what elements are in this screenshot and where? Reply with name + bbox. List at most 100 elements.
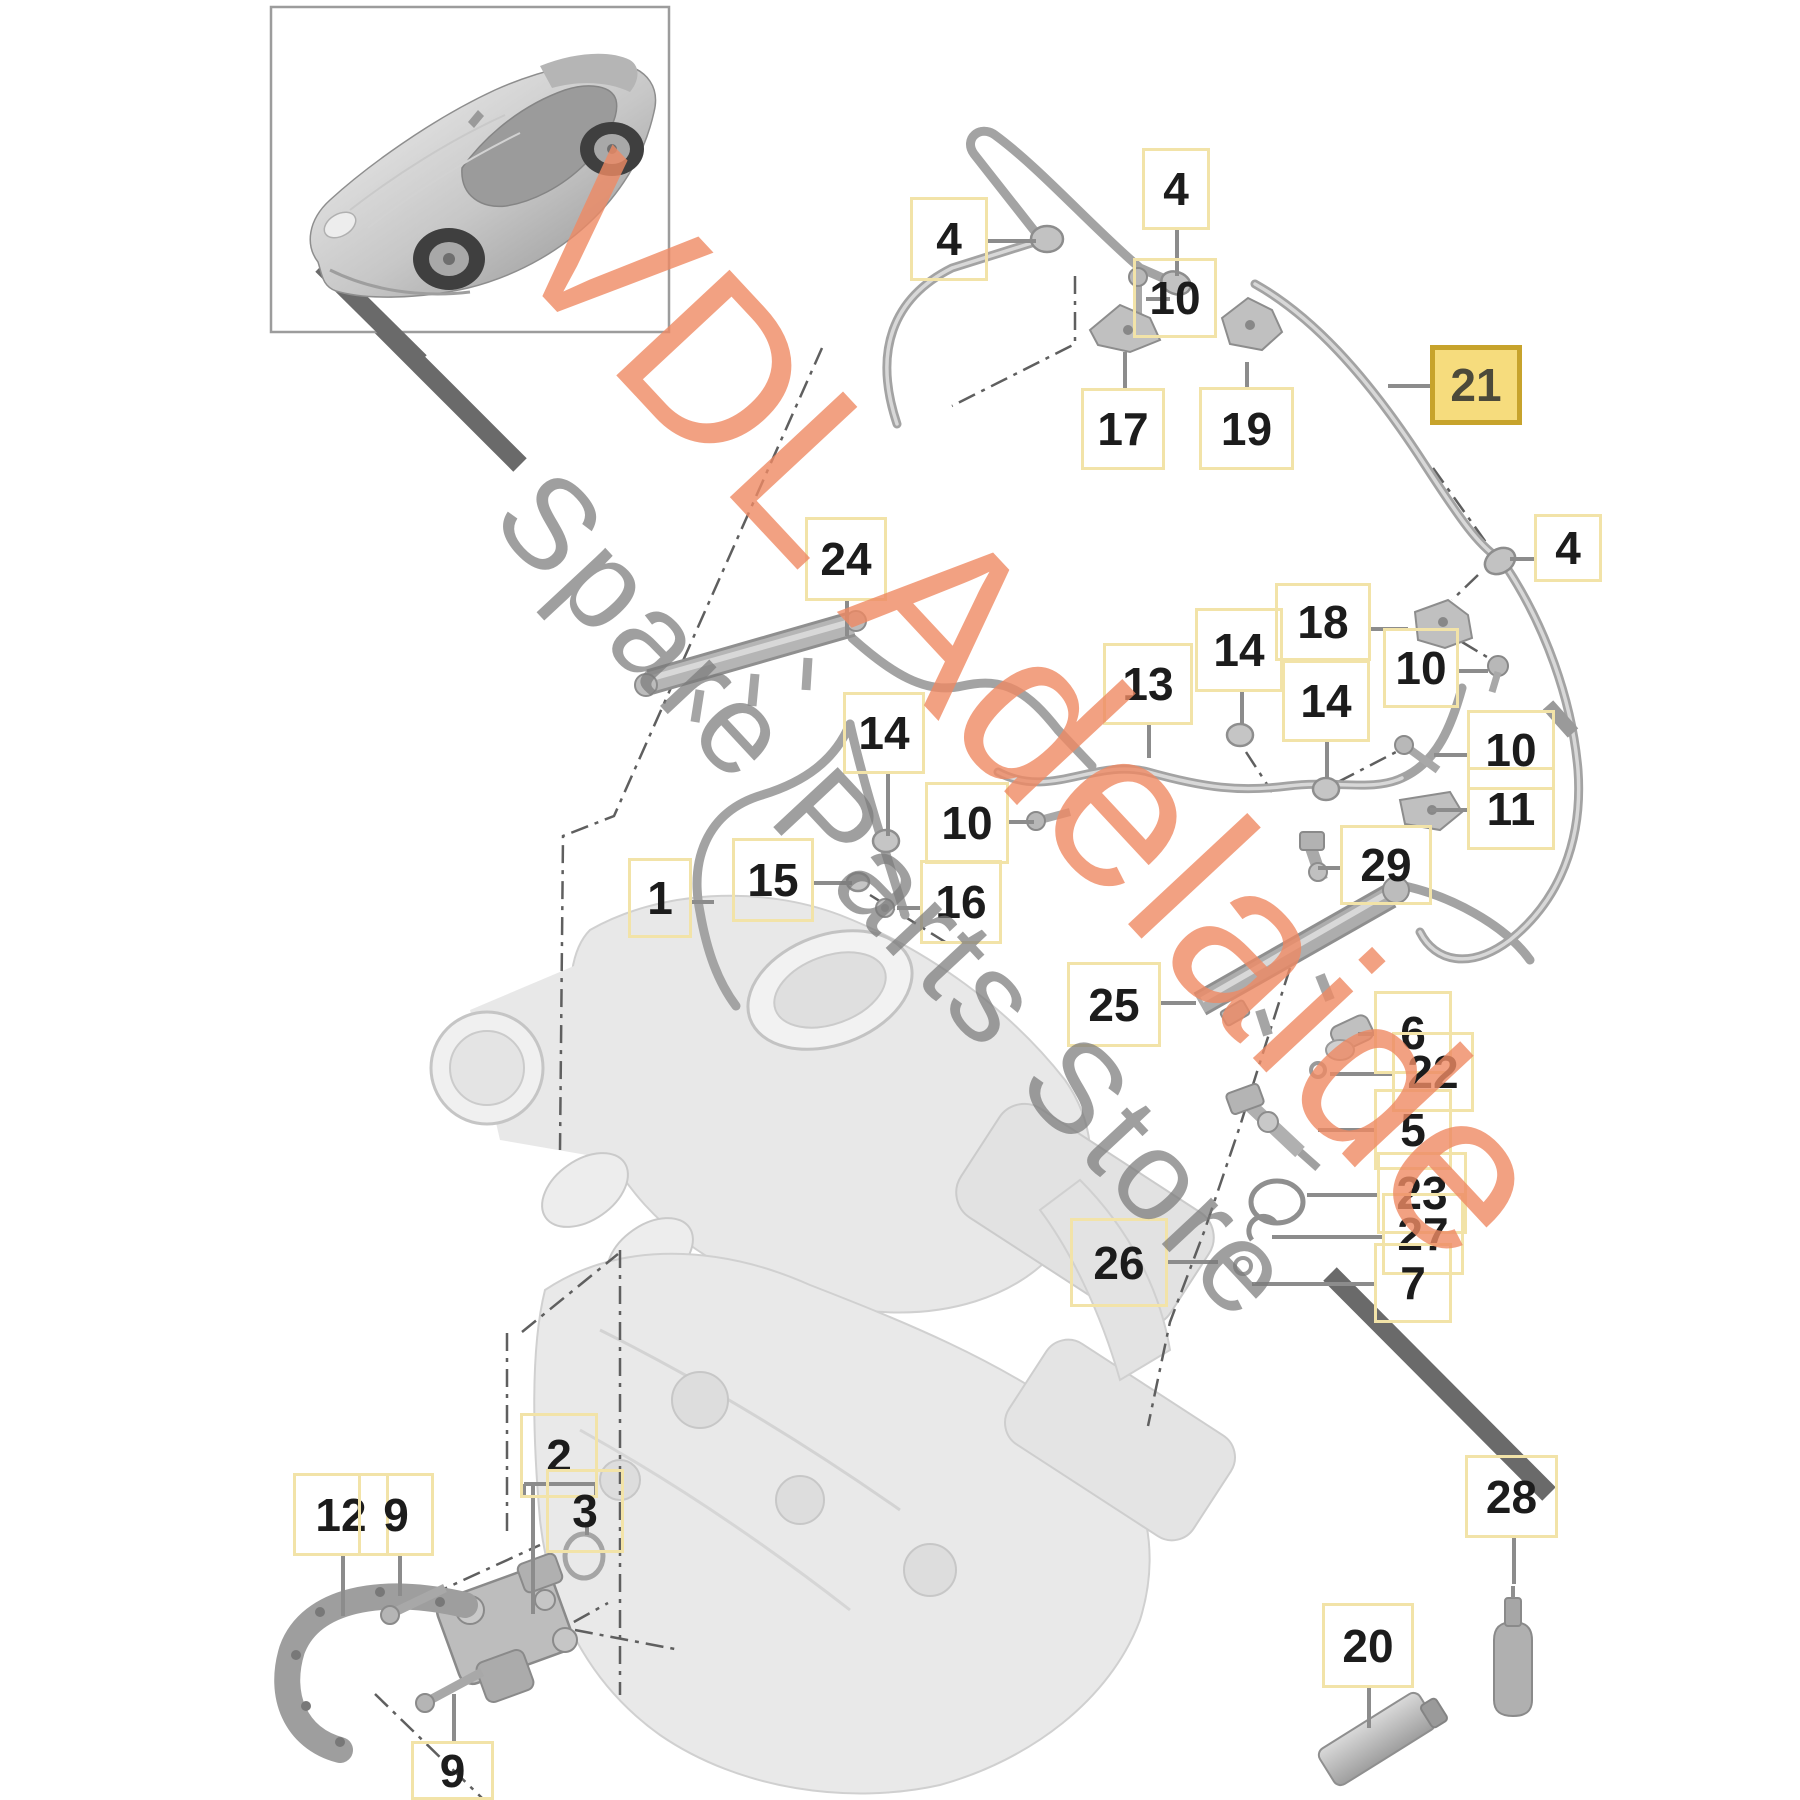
leader-line-13 <box>1147 725 1151 758</box>
leader-line-4a <box>988 239 1036 243</box>
pipe-highlight-3 <box>1418 563 1581 961</box>
pipe-highlight-2 <box>1253 282 1500 560</box>
dashdot-grommet-axis <box>951 276 1077 408</box>
bracket-12 <box>274 1583 478 1763</box>
part-label-16: 16 <box>920 860 1002 944</box>
leader-line-6 <box>1358 1032 1374 1036</box>
leader-line-29 <box>1318 866 1340 870</box>
leader-line-16 <box>897 906 920 910</box>
block-boss-2 <box>775 1475 825 1525</box>
bolt-9a <box>380 1583 447 1625</box>
part-label-14c: 14 <box>1282 660 1370 742</box>
leader-line-19 <box>1245 362 1249 387</box>
pipe-mid-drop <box>845 719 910 920</box>
leader-line-26 <box>1168 1260 1218 1264</box>
runner-1 <box>541 1152 629 1228</box>
fuel-rail-25 <box>1193 876 1410 1037</box>
part-label-11: 11 <box>1467 767 1555 850</box>
leader-line-17 <box>1123 352 1127 388</box>
part-label-18: 18 <box>1275 583 1371 661</box>
dashdot-pump-out <box>574 1628 681 1652</box>
pipe-rail24-out <box>847 633 1097 771</box>
part-label-10c: 10 <box>1467 710 1555 790</box>
fuel-pipes <box>692 126 1584 1011</box>
block-rib-2 <box>579 1428 851 1612</box>
part-label-10d: 10 <box>925 782 1009 864</box>
leader-line-10b <box>1459 669 1488 673</box>
pipe-1-top <box>757 719 855 800</box>
part-label-20: 20 <box>1322 1603 1414 1688</box>
part-label-7: 7 <box>1374 1243 1452 1323</box>
car-bumper-line <box>329 268 471 296</box>
bracket-19 <box>1220 296 1284 352</box>
fuel-rail-24 <box>634 610 867 723</box>
dash-dot-lines <box>374 276 1492 1800</box>
part-label-29: 29 <box>1340 825 1432 905</box>
clamp-4c <box>1483 546 1517 576</box>
leader-line-10c <box>1434 753 1467 757</box>
sealant-tube-20 <box>1317 1691 1449 1787</box>
car-hood-line-2 <box>367 132 521 229</box>
bolt-10c <box>1394 735 1441 774</box>
engine-block <box>533 1252 1151 1795</box>
clamp-14c <box>1311 776 1341 802</box>
leader-line-10a <box>1146 297 1170 301</box>
leader-line-3 <box>585 1522 589 1535</box>
leader-line-11 <box>1430 808 1467 812</box>
bolt-9b <box>415 1668 485 1713</box>
leader-line-22 <box>1330 1072 1392 1076</box>
dashdot-clamp14c <box>1337 750 1397 784</box>
car-hood-line <box>349 114 506 211</box>
pipe-rail25-out <box>1395 880 1535 965</box>
dashdot-clamp-chain-2 <box>1451 574 1479 601</box>
part-label-26: 26 <box>1070 1218 1168 1307</box>
leader-line-4b <box>1175 230 1179 276</box>
leader-line-23 <box>1307 1193 1377 1197</box>
car-roof <box>540 53 638 92</box>
leader-line-15 <box>814 881 852 885</box>
dashdot-clamp-chain-1 <box>1431 467 1492 549</box>
leader-line-14a <box>886 774 890 836</box>
car-headlight <box>323 211 357 239</box>
sensor-29 <box>1299 831 1328 882</box>
part-label-13: 13 <box>1103 643 1193 725</box>
leader-line-27 <box>1272 1235 1382 1239</box>
leader-line-21 <box>1388 384 1430 388</box>
part-label-1: 1 <box>628 858 692 938</box>
dashdot-pump-bottom <box>374 1693 484 1800</box>
car-mirror <box>468 110 484 128</box>
leader-line-9b <box>452 1694 456 1741</box>
dashdot-bracket18-bolt <box>1461 640 1488 659</box>
block-boss-3 <box>903 1543 957 1597</box>
pipe-top-hook <box>966 126 1177 287</box>
part-label-21: 21 <box>1430 345 1522 425</box>
leader-line-14b <box>1240 692 1244 724</box>
injector-5 <box>1225 1082 1321 1171</box>
pipe-sleeve <box>1542 700 1579 738</box>
part-label-3: 3 <box>546 1469 624 1553</box>
pipe-highlight-4 <box>996 767 1404 791</box>
part-label-22: 22 <box>1392 1032 1474 1112</box>
leader-line-9a <box>398 1556 402 1596</box>
leader-line-1 <box>692 900 714 904</box>
leader-line-7 <box>1252 1282 1374 1286</box>
part-label-5: 5 <box>1374 1089 1452 1170</box>
cap-6 <box>1325 1014 1374 1061</box>
leader-line-5 <box>1318 1128 1374 1132</box>
part-label-9a: 9 <box>358 1473 434 1556</box>
leader-line-20 <box>1367 1688 1371 1728</box>
leader-line-25 <box>1161 1001 1196 1005</box>
engine-illustration <box>429 894 1236 1795</box>
bracket-17 <box>1088 303 1162 354</box>
dashdot-boundary-left <box>558 347 824 1151</box>
leader-line-28 <box>1512 1538 1516 1584</box>
part-label-14a: 14 <box>843 692 925 774</box>
bolt-10b <box>1487 655 1509 694</box>
part-label-24: 24 <box>805 517 887 601</box>
part-label-27: 27 <box>1382 1193 1464 1275</box>
block-boss-1 <box>671 1371 729 1429</box>
leader-line-14c <box>1325 742 1329 778</box>
bottle-28 <box>1493 1586 1533 1718</box>
support-ring-27 <box>1246 1213 1277 1242</box>
